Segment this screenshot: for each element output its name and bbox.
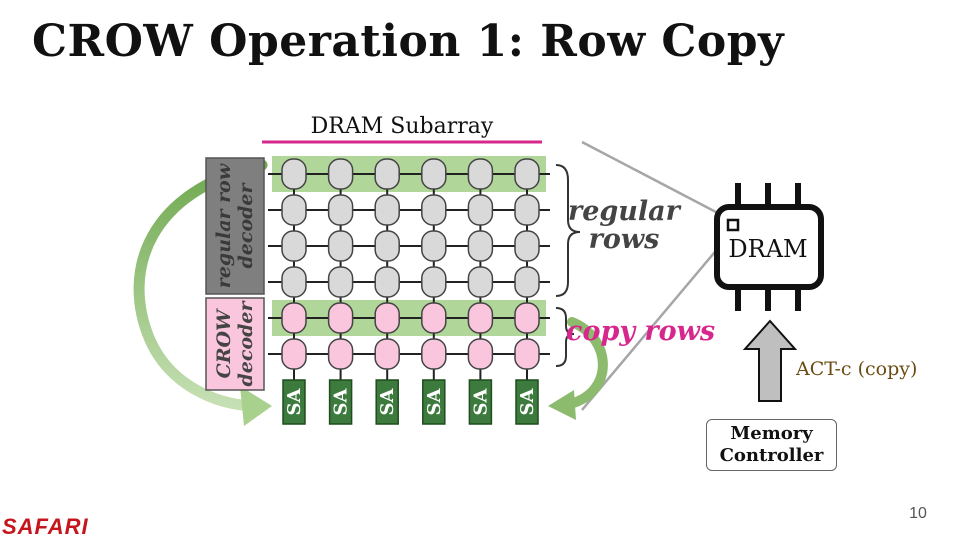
safari-logo: SAFARI: [2, 514, 89, 539]
regular-row-cell: [327, 230, 354, 262]
chip-pin: [735, 183, 741, 209]
copy-rows-brace: [555, 307, 575, 367]
copy-row-cell: [467, 302, 494, 334]
row-copy-arrow-left-head: [240, 386, 272, 426]
sense-amplifier: [468, 379, 493, 425]
regular-row-cell: [514, 194, 540, 226]
copy-row-cell: [514, 302, 540, 334]
subarray-label: DRAM Subarray: [310, 114, 494, 139]
dram-chip: DRAM: [714, 183, 824, 311]
chip-pin: [765, 183, 771, 209]
regular-row-cell: [281, 266, 307, 298]
copy-row-cell: [467, 338, 494, 370]
regular-row-cell: [327, 158, 354, 190]
chip-pin: [795, 285, 801, 311]
regular-row-cell: [514, 266, 540, 298]
regular-row-cell: [327, 194, 354, 226]
chip-pins: [735, 183, 801, 311]
copy-row-cell: [374, 302, 400, 334]
regular-row-cell: [514, 158, 540, 190]
copy-row-cell: [421, 338, 447, 370]
copy-row-cell: [327, 302, 354, 334]
sense-amplifier-label: SA: [377, 387, 398, 415]
regular-row-decoder: regular rowdecoder: [205, 157, 265, 295]
chip-pin1-marker: [726, 218, 740, 232]
sense-amplifier: [515, 379, 539, 425]
regular-row-cell: [467, 266, 494, 298]
regular-row-cell: [374, 194, 400, 226]
crow-decoder: CROWdecoder: [205, 297, 265, 391]
regular-row-cell: [281, 230, 307, 262]
regular-row-cell: [514, 230, 540, 262]
regular-row-cell: [327, 266, 354, 298]
regular-row-cell: [467, 194, 494, 226]
memory-controller-box: Memory Controller: [706, 419, 837, 471]
regular-rows-label-line1: regular: [568, 196, 680, 227]
sense-amplifier-label: SA: [470, 387, 491, 415]
regular-row-cell: [374, 230, 400, 262]
copy-row-cell: [514, 338, 540, 370]
regular-row-cell: [421, 266, 447, 298]
copy-rows-label: copy rows: [566, 316, 716, 347]
regular-row-cell: [374, 158, 400, 190]
row-copy-arrow-left: [133, 159, 268, 412]
copy-row-cell: [374, 338, 400, 370]
regular-row-cell: [467, 158, 494, 190]
sense-amplifier: [282, 379, 306, 425]
regular-row-cell: [281, 158, 307, 190]
row-copy-arrow-right-head: [548, 390, 576, 420]
regular-row-decoder-label: regular rowdecoder: [213, 163, 257, 288]
sense-amplifier-label: SA: [424, 387, 445, 415]
sense-amplifier-label: SA: [517, 387, 538, 415]
regular-row-cell: [421, 194, 447, 226]
regular-row-cell: [374, 266, 400, 298]
regular-row-cell: [281, 194, 307, 226]
page-number: 10: [909, 505, 927, 522]
dram-chip-label: DRAM: [728, 235, 807, 263]
copy-row-cell: [281, 302, 307, 334]
sense-amplifier-row: SA SA SA SA SA SA: [282, 379, 539, 425]
zoom-line-bottom: [581, 227, 736, 411]
regular-rows-brace: [555, 164, 581, 297]
sense-amplifier-label: SA: [331, 387, 352, 415]
command-arrow: [742, 319, 798, 402]
copy-row-cell: [421, 302, 447, 334]
row-copy-arrow-right: [565, 317, 608, 409]
regular-rows-label: regular rows: [568, 198, 680, 254]
regular-row-cell: [421, 158, 447, 190]
copy-row-cell: [281, 338, 307, 370]
zoom-line-top: [581, 140, 736, 224]
slide-title: CROW Operation 1: Row Copy: [32, 16, 785, 67]
crow-decoder-label: CROWdecoder: [213, 300, 257, 387]
regular-rows-label-line2: rows: [588, 224, 660, 255]
chip-pin: [735, 285, 741, 311]
sense-amplifier: [422, 379, 446, 425]
sense-amplifier: [328, 379, 353, 425]
chip-pin: [795, 183, 801, 209]
command-label: ACT-c (copy): [796, 358, 918, 380]
sense-amplifier-label: SA: [284, 387, 305, 415]
sense-amplifier: [375, 379, 399, 425]
regular-row-cell: [467, 230, 494, 262]
chip-pin: [765, 285, 771, 311]
cell-grid: [268, 158, 550, 384]
copy-row-cell: [327, 338, 354, 370]
regular-row-cell: [421, 230, 447, 262]
